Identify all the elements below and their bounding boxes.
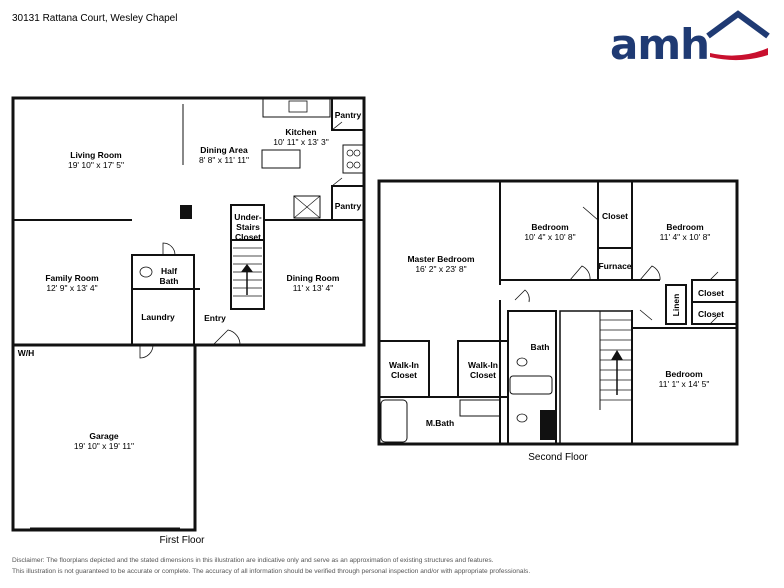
second-floor-outline (377, 179, 739, 446)
pantry-bottom-outline (331, 185, 365, 221)
room-pantry-top: Pantry (334, 110, 362, 120)
room-master-bedroom: Master Bedroom 16' 2" x 23' 8" (407, 254, 475, 274)
disclaimer: Disclaimer: The floorplans depicted and … (12, 555, 530, 577)
logo-roof-icon (706, 10, 770, 61)
bath-outline (507, 310, 557, 445)
amh-logo: amh (610, 10, 770, 69)
stairs-arrow-icon (241, 264, 253, 272)
room-pantry-bottom: Pantry (334, 201, 362, 211)
room-family-room: Family Room 12' 9" x 13' 4" (45, 273, 99, 293)
bathtub-icon (380, 399, 408, 443)
room-under-stairs-closet: Under- Stairs Closet (234, 212, 262, 242)
room-master-bath: M.Bath (425, 418, 455, 428)
pantry-top-outline (331, 97, 365, 131)
room-bedroom-c: Bedroom 11' 1" x 14' 5" (658, 369, 710, 389)
room-closet-c: Closet (698, 309, 724, 319)
room-linen: Linen (671, 293, 681, 317)
logo-text: amh (610, 20, 710, 69)
kitchen-sink-icon (288, 100, 308, 113)
room-bedroom-b: Bedroom 11' 4" x 10' 8" (659, 222, 711, 242)
first-floor-title: First Floor (159, 535, 205, 546)
kitchen-island (261, 149, 301, 169)
room-laundry: Laundry (141, 312, 175, 322)
room-dining-area: Dining Area 8' 8" x 11' 11" (198, 145, 250, 165)
second-floor-title: Second Floor (528, 452, 588, 463)
kitchen-sink-counter (262, 98, 331, 118)
stove-icon (342, 144, 364, 174)
vanity-icon (459, 399, 501, 417)
disclaimer-line-1: Disclaimer: The floorplans depicted and … (12, 557, 494, 564)
label-water-heater: W/H (17, 348, 35, 358)
stairs2-arrow-icon (611, 350, 623, 360)
stairs-outline (230, 204, 265, 310)
room-walkin-closet-1: Walk-In Closet (389, 360, 419, 380)
toilet-icon (139, 266, 153, 278)
room-dining-room: Dining Room 11' x 13' 4" (286, 273, 340, 293)
room-half-bath: Half Bath (159, 266, 179, 286)
room-furnace: Furnace (598, 261, 632, 271)
room-walkin-closet-2: Walk-In Closet (468, 360, 498, 380)
disclaimer-line-2: This illustration is not guaranteed to b… (12, 568, 531, 575)
fireplace-icon (180, 205, 192, 219)
room-kitchen: Kitchen 10' 11" x 13' 3" (273, 127, 329, 147)
room-bath: Bath (530, 342, 550, 352)
stairs2-outline (559, 310, 633, 445)
furnace-outline (597, 247, 633, 281)
room-closet-a: Closet (602, 211, 628, 221)
room-closet-b: Closet (698, 288, 724, 298)
closet-c-outline (691, 301, 738, 325)
linen-outline (665, 284, 687, 325)
hall-bathtub-icon (509, 375, 553, 395)
property-address: 30131 Rattana Court, Wesley Chapel (12, 13, 178, 24)
room-bedroom-a: Bedroom 10' 4" x 10' 8" (524, 222, 576, 242)
room-entry: Entry (204, 313, 226, 323)
laundry-outline (131, 288, 195, 346)
room-living-room: Living Room 19' 10" x 17' 5" (67, 150, 125, 170)
room-garage: Garage 19' 10" x 19' 11" (73, 431, 135, 451)
garage-outline (11, 343, 197, 532)
fridge-icon (293, 195, 321, 219)
